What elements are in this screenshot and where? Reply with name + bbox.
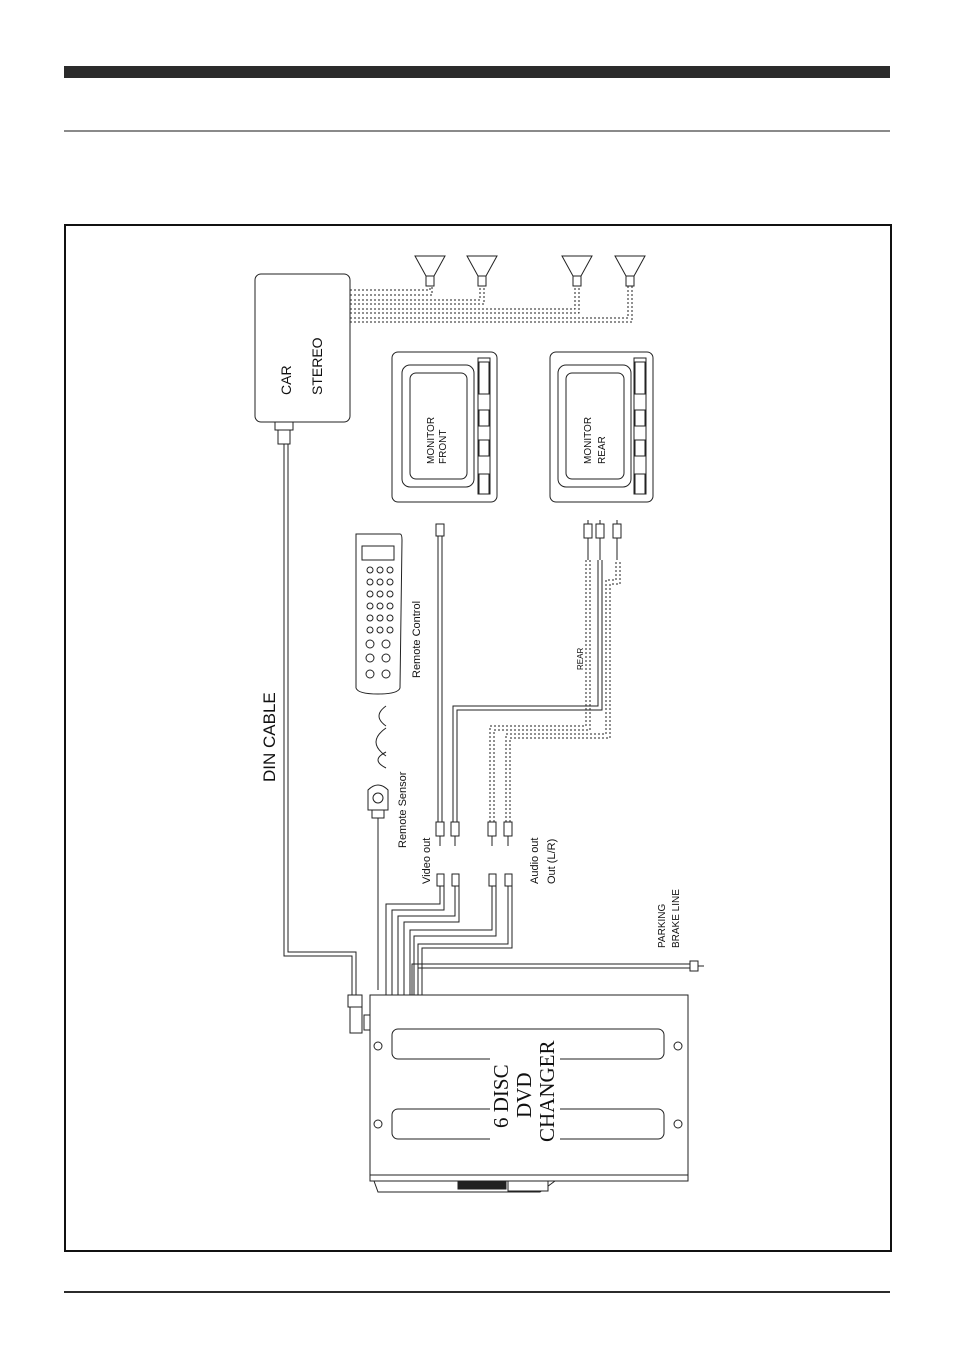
speaker-icon — [615, 256, 645, 286]
rear-cable-label: REAR — [576, 648, 585, 670]
monitor-front-label-line1: MONITOR — [426, 417, 437, 464]
rca-jack-icon — [437, 874, 512, 886]
changer-label-line2: DVD — [512, 1073, 536, 1119]
audio-cables — [490, 560, 620, 822]
monitor-rear-label-line2: REAR — [597, 436, 608, 464]
video-out-label: Video out — [421, 838, 433, 884]
car-stereo-unit — [255, 274, 350, 422]
car-stereo-label-line1: CAR — [278, 365, 294, 395]
ir-signal-waves — [376, 706, 386, 768]
speaker-icon — [562, 256, 592, 286]
remote-control-label: Remote Control — [411, 601, 423, 678]
din-cable-label: DIN CABLE — [260, 692, 279, 782]
remote-control-icon — [356, 534, 402, 694]
speaker-wires — [350, 286, 632, 322]
parking-brake-label-line1: PARKING — [657, 904, 668, 948]
remote-sensor-label: Remote Sensor — [397, 771, 409, 848]
speaker-icon — [467, 256, 497, 286]
monitor-front-label-line2: FRONT — [438, 430, 449, 464]
video-cable — [436, 524, 444, 846]
monitor-rear-label-line1: MONITOR — [583, 417, 594, 464]
speaker-icon — [415, 256, 445, 286]
audio-out-label-line2: Out (L/R) — [546, 839, 558, 884]
din-cable — [284, 444, 362, 1033]
rca-plug-icon — [584, 520, 621, 560]
video-cable — [451, 560, 602, 846]
rca-plug-icon — [488, 822, 512, 846]
monitor-icon — [550, 352, 653, 502]
changer-wires — [386, 886, 512, 995]
remote-sensor-icon — [368, 785, 388, 990]
monitor-icon — [392, 352, 497, 502]
audio-out-label-line1: Audio out — [529, 838, 541, 884]
parking-brake-label-line2: BRAKE LINE — [671, 889, 682, 948]
changer-label-line1: 6 DISC — [489, 1064, 513, 1128]
changer-label-line3: CHANGER — [535, 1040, 559, 1142]
parking-brake-wire — [412, 961, 704, 995]
car-stereo-label-line2: STEREO — [309, 337, 325, 395]
